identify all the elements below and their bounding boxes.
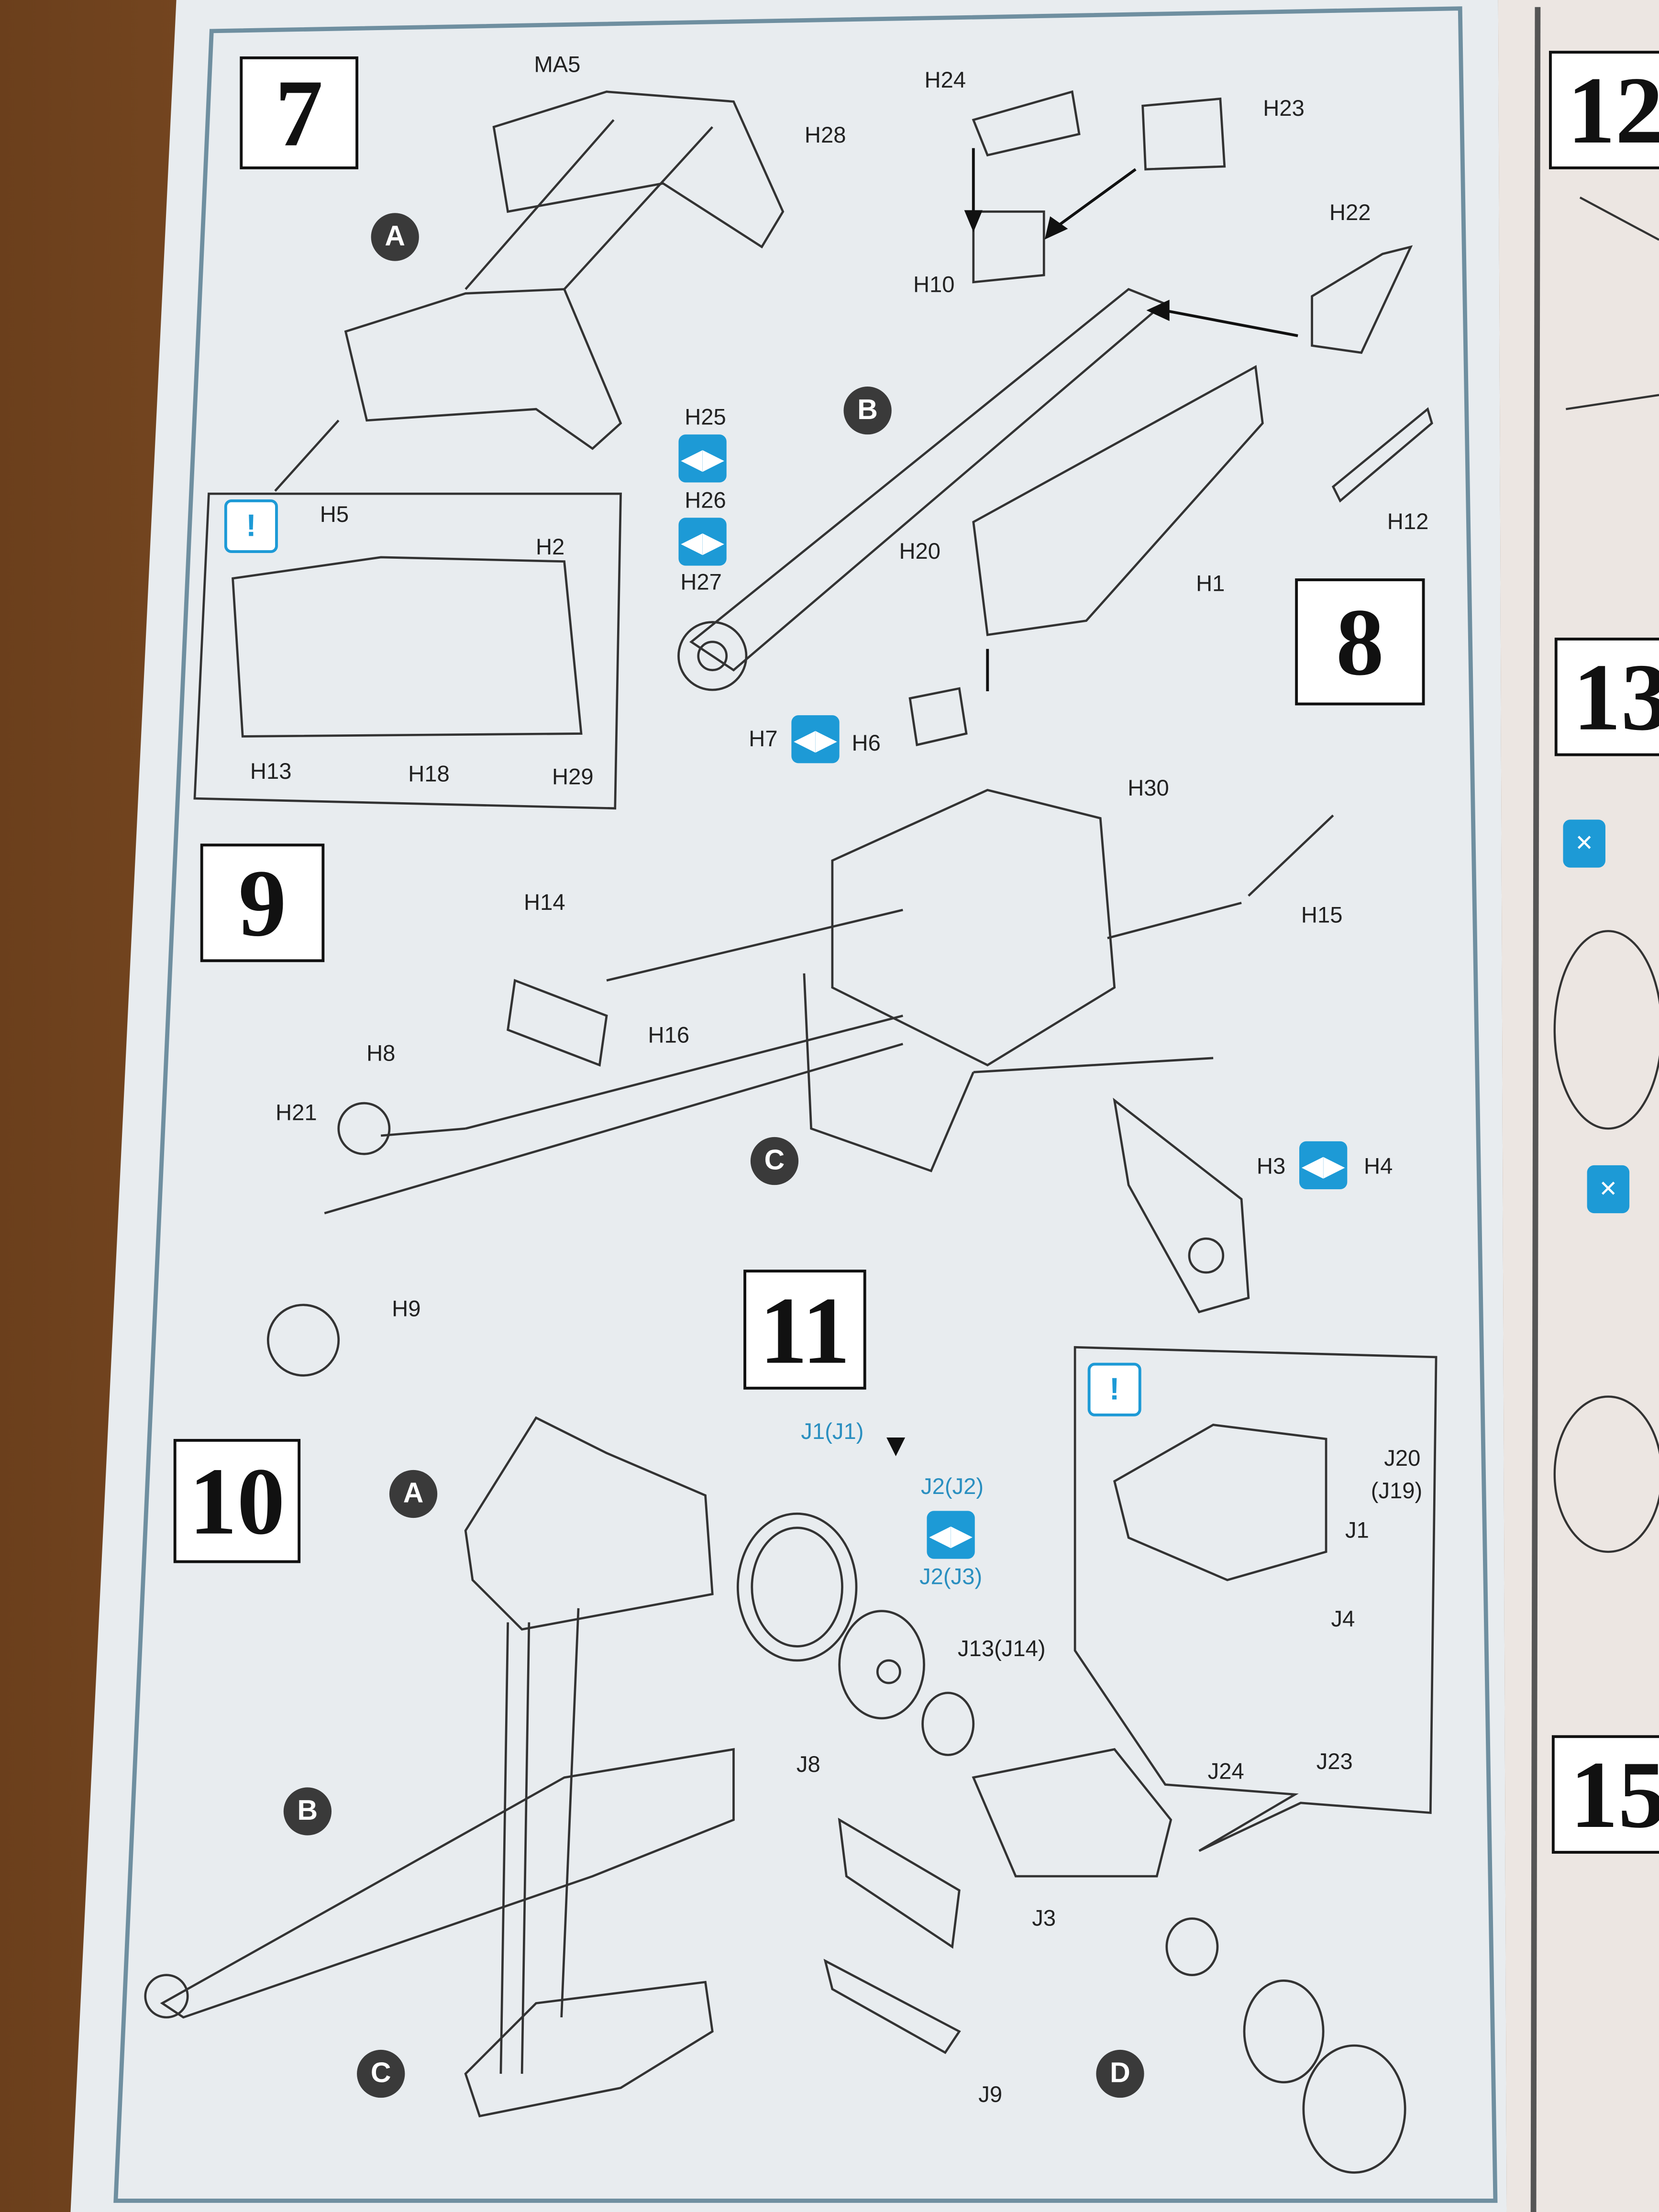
- part-label: H30: [1128, 777, 1169, 802]
- part-label: J23: [1316, 1750, 1353, 1775]
- step-13-number: 13: [1554, 637, 1659, 756]
- part-label: J8: [796, 1753, 820, 1778]
- part-h24: [972, 90, 1081, 157]
- step-8-number: 8: [1295, 578, 1425, 706]
- part-label: J1: [1345, 1519, 1369, 1544]
- part-h3: [1113, 1097, 1250, 1314]
- part-label: J3: [1032, 1907, 1056, 1932]
- axle-assembly: [972, 1748, 1172, 1878]
- page-frame: [113, 6, 1498, 2203]
- part-label: H20: [899, 540, 941, 564]
- subassembly-b-ref: B: [283, 1787, 332, 1836]
- subassembly-d-marker: D: [1096, 2049, 1144, 2098]
- part-h10: [972, 210, 1045, 284]
- choose-option-icon: ◀▶: [678, 434, 727, 483]
- gun-cradle: [972, 365, 1264, 636]
- part-label: J13(J14): [958, 1637, 1046, 1662]
- part-label: H12: [1387, 510, 1429, 535]
- choose-option-icon: ◀▶: [1299, 1141, 1348, 1190]
- carriage-upper: [831, 788, 1116, 1067]
- part-label: J2(J2): [921, 1475, 984, 1500]
- part-label: H3: [1256, 1155, 1286, 1180]
- part-label: H16: [648, 1024, 690, 1049]
- part-label: (J19): [1371, 1480, 1423, 1504]
- part-label: H1: [1196, 573, 1225, 597]
- part-label: H6: [852, 732, 881, 756]
- part-label: J1(J1): [801, 1420, 864, 1445]
- part-label: J2(J3): [919, 1566, 983, 1590]
- paint-hint-icon: !: [1087, 1362, 1141, 1416]
- subassembly-c-ref: C: [357, 2049, 405, 2098]
- subassembly-a-ref: A: [389, 1470, 438, 1518]
- right-page: [1498, 0, 1659, 2212]
- part-label: H10: [913, 274, 955, 298]
- part-label: H8: [366, 1042, 396, 1067]
- part-label: J24: [1207, 1760, 1244, 1785]
- part-label: H14: [524, 891, 565, 916]
- part-label: J9: [978, 2083, 1003, 2108]
- choose-option-icon: ◀▶: [678, 518, 727, 566]
- part-h28: [492, 90, 785, 249]
- paint-hint-icon: !: [224, 499, 278, 553]
- subassembly-c-marker: C: [750, 1137, 799, 1185]
- part-label: H2: [535, 536, 565, 560]
- part-h14: [507, 979, 608, 1067]
- right-page-frame: [1530, 7, 1541, 2212]
- part-j8: [838, 1817, 961, 1949]
- part-label: H23: [1263, 97, 1305, 122]
- part-label: H26: [685, 489, 726, 514]
- step-15-number: 15: [1551, 1735, 1659, 1854]
- part-label: H29: [552, 766, 594, 790]
- step-12-number: 12: [1549, 51, 1659, 169]
- part-h6: [908, 687, 968, 746]
- step-7-number: 7: [240, 56, 359, 169]
- glue-warning-icon: ✕: [1563, 819, 1605, 868]
- part-label: H7: [749, 728, 778, 752]
- part-label: H9: [392, 1298, 421, 1322]
- part-label: J20: [1384, 1447, 1421, 1471]
- part-shield: [344, 288, 622, 450]
- part-label: MA5: [534, 54, 581, 78]
- subassembly-a-marker: A: [371, 213, 419, 261]
- part-label: J4: [1331, 1608, 1355, 1632]
- detail-callout: [193, 420, 622, 810]
- part-label: H25: [685, 406, 726, 431]
- glue-warning-icon: ✕: [1587, 1165, 1630, 1214]
- choose-option-icon: ◀▶: [927, 1511, 975, 1559]
- part-label: H24: [924, 69, 966, 93]
- subassembly-b-marker: B: [843, 387, 892, 435]
- part-label: H27: [680, 571, 722, 596]
- tire: [736, 1512, 858, 1662]
- step-9-number: 9: [200, 843, 325, 962]
- carriage-assembly: [464, 1980, 714, 2118]
- part-label: H21: [275, 1102, 317, 1126]
- part-label: H28: [804, 124, 846, 148]
- part-h22: [1311, 245, 1413, 354]
- part-h23: [1141, 97, 1226, 171]
- step-10-number: 10: [173, 1438, 301, 1563]
- part-label: H13: [250, 760, 292, 785]
- shield-assembly: [464, 1416, 714, 1631]
- part-label: H15: [1301, 904, 1343, 929]
- wheel: [838, 1610, 925, 1720]
- detail-callout-j: [1073, 1346, 1438, 1852]
- gun-assembly: [160, 1747, 735, 2019]
- part-label: H5: [320, 503, 349, 528]
- part-label: H4: [1364, 1155, 1393, 1180]
- step-11-number: 11: [743, 1270, 866, 1390]
- part-label: H22: [1329, 201, 1371, 226]
- part-label: H18: [408, 763, 450, 787]
- part-j9: [823, 1958, 961, 2054]
- part-h12: [1331, 407, 1433, 503]
- choose-option-icon: ◀▶: [791, 715, 840, 763]
